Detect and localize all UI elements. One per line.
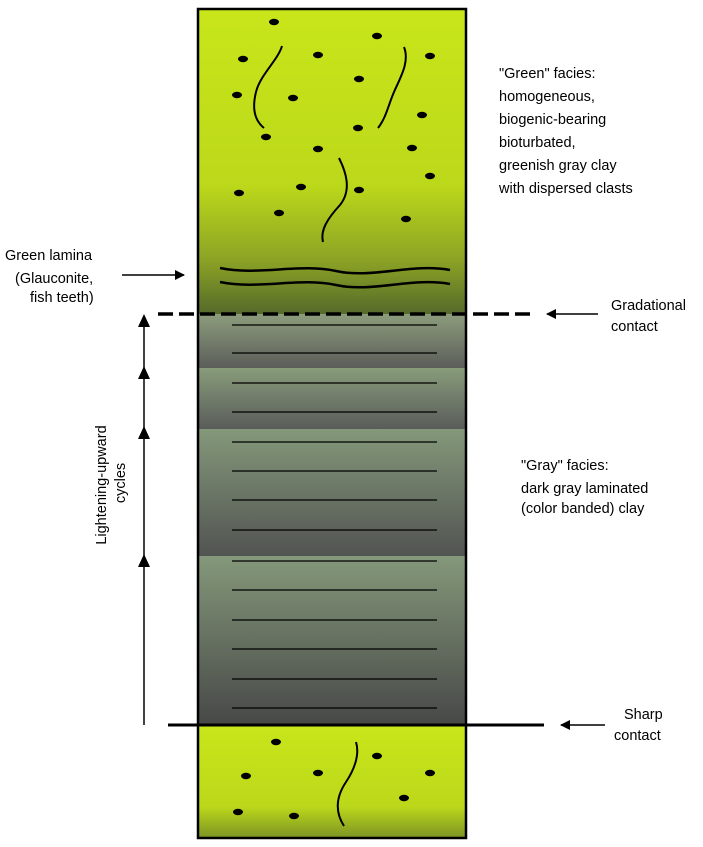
gray-facies-label: "Gray" facies: dark gray laminated (colo…: [521, 458, 652, 517]
laminations: [232, 324, 437, 709]
green-lamina-label: Green lamina (Glauconite, fish teeth): [5, 248, 97, 306]
cycle-arrows: [138, 314, 150, 725]
gray-band-4: [198, 556, 466, 725]
gray-band-3: [198, 429, 466, 556]
green-lamina-lines: [219, 266, 451, 289]
green-facies-label: "Green" facies: homogeneous, biogenic-be…: [498, 66, 633, 197]
gray-band-1: [198, 314, 466, 368]
cycles-label: Lightening-upward cycles: [94, 421, 129, 544]
lower-clasts: [233, 738, 435, 820]
gradational-contact-label: Gradational contact: [611, 298, 690, 335]
burrow-traces: [253, 45, 407, 243]
dispersed-clasts: [232, 18, 435, 223]
lower-burrow: [336, 741, 359, 827]
lower-green-unit: [198, 725, 466, 838]
sharp-contact-label: Sharp contact: [614, 707, 667, 744]
column-outline: [196, 7, 468, 840]
gray-band-2: [198, 368, 466, 429]
